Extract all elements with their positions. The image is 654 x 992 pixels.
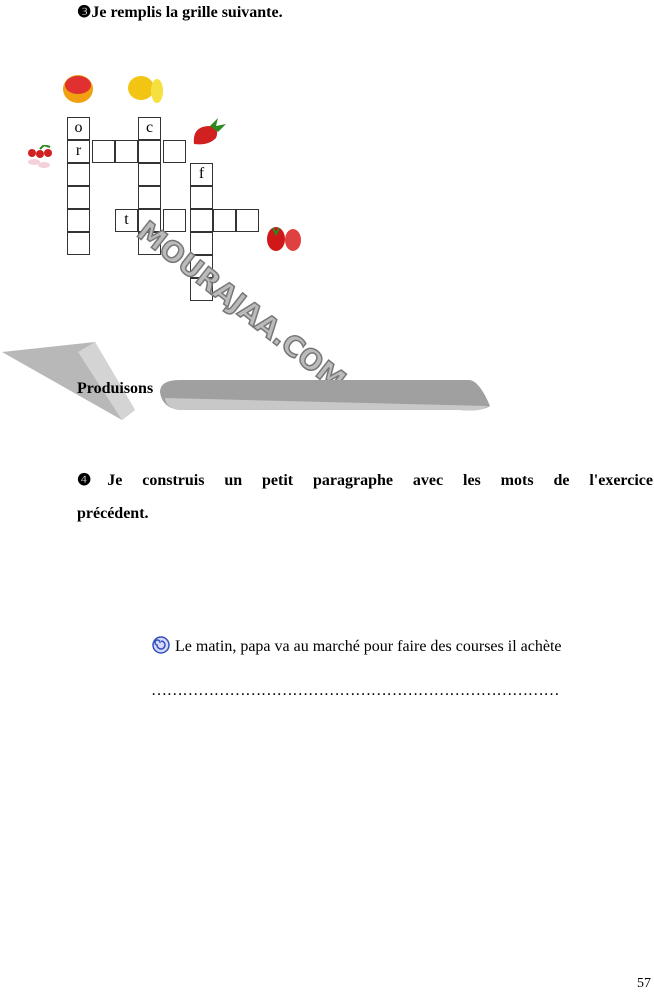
grid-cell[interactable] xyxy=(92,140,115,163)
exercise-4-title-line2: précédent. xyxy=(77,505,149,522)
grid-cell[interactable] xyxy=(67,163,90,186)
exercise-number-icon: ❸ xyxy=(77,4,92,21)
grid-cell[interactable] xyxy=(190,278,213,301)
grid-cell[interactable]: r xyxy=(67,140,90,163)
grid-cell[interactable]: f xyxy=(190,163,213,186)
grid-cell[interactable] xyxy=(67,232,90,255)
lemon-icon xyxy=(128,76,163,103)
grid-cell[interactable] xyxy=(190,255,213,278)
section-title: Produisons xyxy=(77,380,154,397)
exercise-number-icon: ❹ xyxy=(77,472,108,489)
grid-cell[interactable] xyxy=(213,209,236,232)
page-number: 57 xyxy=(637,976,651,991)
section-banner xyxy=(2,342,490,420)
grid-cell[interactable] xyxy=(138,140,161,163)
grid-cell[interactable] xyxy=(190,186,213,209)
tomato-icon xyxy=(267,227,301,251)
exercise-3-title: ❸Je remplis la grille suivante. xyxy=(77,2,283,22)
grapefruit-icon xyxy=(63,75,93,103)
grid-cell[interactable]: c xyxy=(138,117,161,140)
answer-dots[interactable]: …………………………………………………………………… xyxy=(151,682,560,699)
grid-cell[interactable]: t xyxy=(115,209,138,232)
grid-cell[interactable] xyxy=(190,232,213,255)
radish-icon xyxy=(28,145,52,168)
grid-cell[interactable] xyxy=(163,209,186,232)
exercise-4-title: ❹Je construis un petit paragraphe avec l… xyxy=(77,470,653,490)
grid-cell[interactable] xyxy=(67,209,90,232)
grid-cell[interactable] xyxy=(115,140,138,163)
grid-cell[interactable] xyxy=(138,232,161,255)
grid-cell[interactable] xyxy=(163,140,186,163)
paragraph: Le matin, papa va au marché pour faire d… xyxy=(151,636,561,656)
grid-cell[interactable]: o xyxy=(67,117,90,140)
grid-cell[interactable] xyxy=(67,186,90,209)
grid-cell[interactable] xyxy=(138,209,161,232)
exercise-4-text: Je construis un petit paragraphe avec le… xyxy=(107,472,653,489)
strawberry-icon xyxy=(193,118,226,145)
exercise-3-text: Je remplis la grille suivante. xyxy=(91,4,283,21)
spiral-icon xyxy=(152,636,170,654)
grid-cell[interactable] xyxy=(138,163,161,186)
grid-cell[interactable] xyxy=(190,209,213,232)
grid-cell[interactable] xyxy=(236,209,259,232)
paragraph-text: Le matin, papa va au marché pour faire d… xyxy=(171,638,562,655)
grid-cell[interactable] xyxy=(138,186,161,209)
